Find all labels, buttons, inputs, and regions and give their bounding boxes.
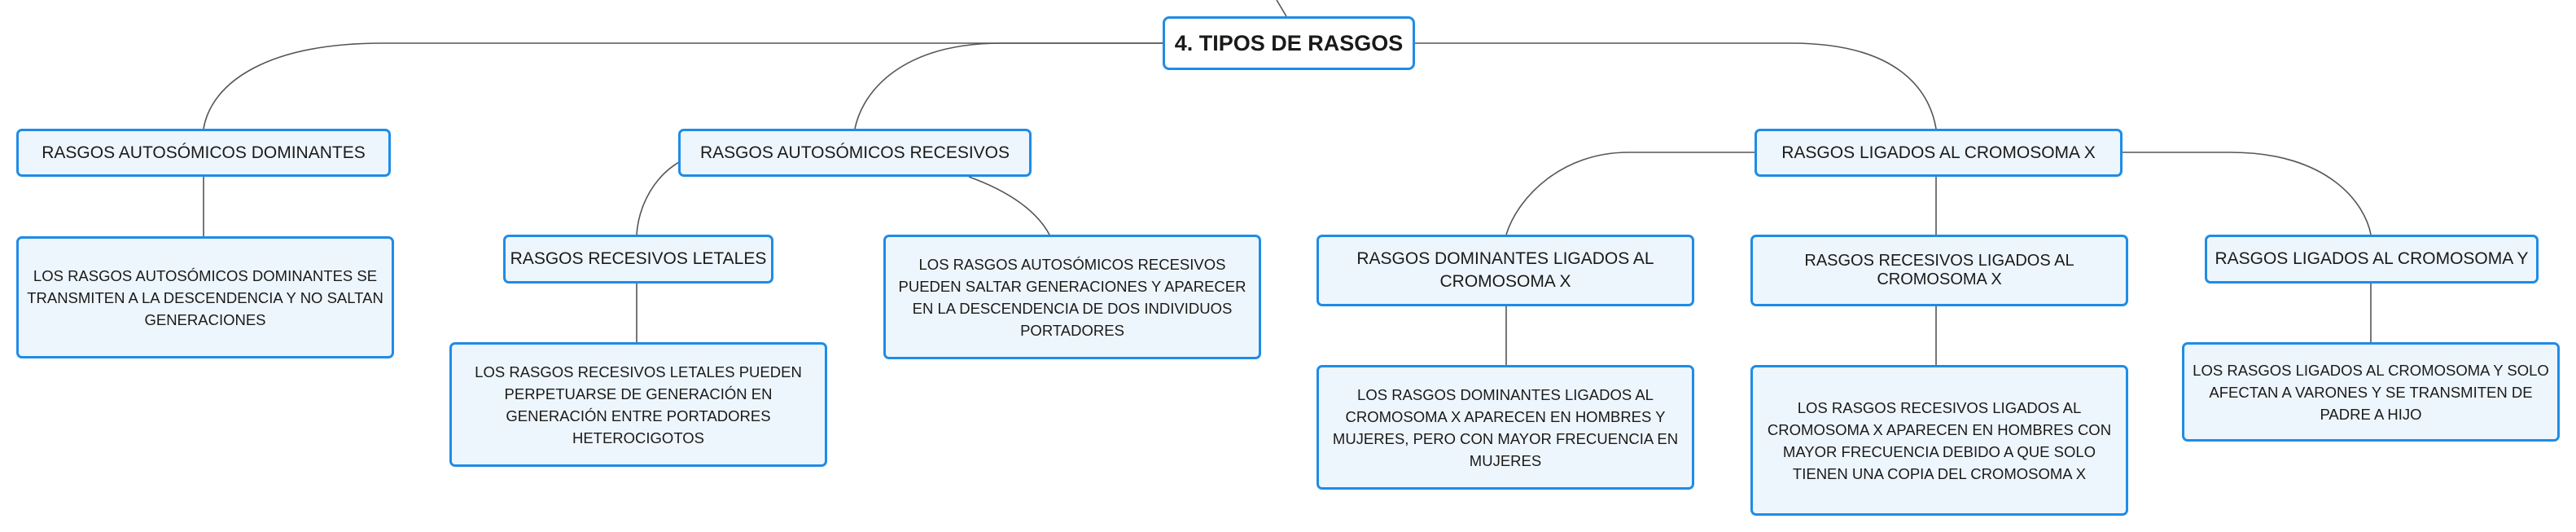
link-root-recesivos bbox=[854, 42, 1164, 130]
node-ligados-recesivos-desc-text: LOS RASGOS RECESIVOS LIGADOS AL CROMOSOM… bbox=[1767, 398, 2112, 482]
link-recesivos-desc bbox=[968, 176, 1051, 237]
node-ligados-dominantes-desc-text: LOS RASGOS DOMINANTES LIGADOS AL CROMOSO… bbox=[1332, 385, 1679, 469]
node-ligados-recesivos-label: RASGOS RECESIVOS LIGADOS AL CROMOSOMA X bbox=[1804, 252, 2074, 288]
node-ligados-dominantes-desc[interactable]: LOS RASGOS DOMINANTES LIGADOS AL CROMOSO… bbox=[1316, 365, 1694, 490]
node-dominantes[interactable]: RASGOS AUTOSÓMICOS DOMINANTES bbox=[16, 129, 391, 177]
node-letales[interactable]: RASGOS RECESIVOS LETALES bbox=[503, 235, 773, 284]
node-ligados-label: RASGOS LIGADOS AL CROMOSOMA X bbox=[1781, 143, 2096, 162]
link-root-ligados bbox=[1413, 42, 1937, 130]
node-letales-desc[interactable]: LOS RASGOS RECESIVOS LETALES PUEDEN PERP… bbox=[449, 342, 827, 467]
node-ligados-y-desc-text: LOS RASGOS LIGADOS AL CROMOSOMA Y SOLO A… bbox=[2193, 361, 2549, 423]
node-letales-label: RASGOS RECESIVOS LETALES bbox=[510, 249, 767, 268]
node-ligados[interactable]: RASGOS LIGADOS AL CROMOSOMA X bbox=[1755, 129, 2123, 177]
node-letales-desc-text: LOS RASGOS RECESIVOS LETALES PUEDEN PERP… bbox=[475, 363, 802, 446]
root-topic[interactable]: 4. TIPOS DE RASGOS bbox=[1163, 16, 1415, 70]
node-dominantes-desc[interactable]: LOS RASGOS AUTOSÓMICOS DOMINANTES SE TRA… bbox=[16, 236, 394, 358]
node-recesivos-desc-text: LOS RASGOS AUTOSÓMICOS RECESIVOS PUEDEN … bbox=[898, 255, 1246, 339]
link-ligados-dom bbox=[1505, 152, 1755, 235]
root-topic-label: 4. TIPOS DE RASGOS bbox=[1174, 30, 1404, 55]
link-root-dominantes bbox=[203, 42, 1164, 130]
node-recesivos-desc[interactable]: LOS RASGOS AUTOSÓMICOS RECESIVOS PUEDEN … bbox=[883, 235, 1261, 359]
link-ligados-y bbox=[2121, 152, 2372, 235]
node-ligados-recesivos[interactable]: RASGOS RECESIVOS LIGADOS AL CROMOSOMA X bbox=[1750, 235, 2128, 306]
node-ligados-y[interactable]: RASGOS LIGADOS AL CROMOSOMA Y bbox=[2205, 235, 2539, 284]
node-recesivos-label: RASGOS AUTOSÓMICOS RECESIVOS bbox=[699, 143, 1010, 162]
node-ligados-y-label: RASGOS LIGADOS AL CROMOSOMA Y bbox=[2215, 249, 2529, 268]
link-top-stub bbox=[1276, 0, 1287, 17]
node-dominantes-desc-text: LOS RASGOS AUTOSÓMICOS DOMINANTES SE TRA… bbox=[27, 266, 383, 328]
node-recesivos[interactable]: RASGOS AUTOSÓMICOS RECESIVOS bbox=[678, 129, 1032, 177]
node-ligados-dominantes[interactable]: RASGOS DOMINANTES LIGADOS AL CROMOSOMA X bbox=[1316, 235, 1694, 306]
node-dominantes-label: RASGOS AUTOSÓMICOS DOMINANTES bbox=[42, 143, 366, 162]
node-ligados-recesivos-desc[interactable]: LOS RASGOS RECESIVOS LIGADOS AL CROMOSOM… bbox=[1750, 365, 2128, 516]
node-ligados-dominantes-label: RASGOS DOMINANTES LIGADOS AL CROMOSOMA X bbox=[1356, 249, 1654, 291]
node-ligados-y-desc[interactable]: LOS RASGOS LIGADOS AL CROMOSOMA Y SOLO A… bbox=[2182, 342, 2560, 442]
